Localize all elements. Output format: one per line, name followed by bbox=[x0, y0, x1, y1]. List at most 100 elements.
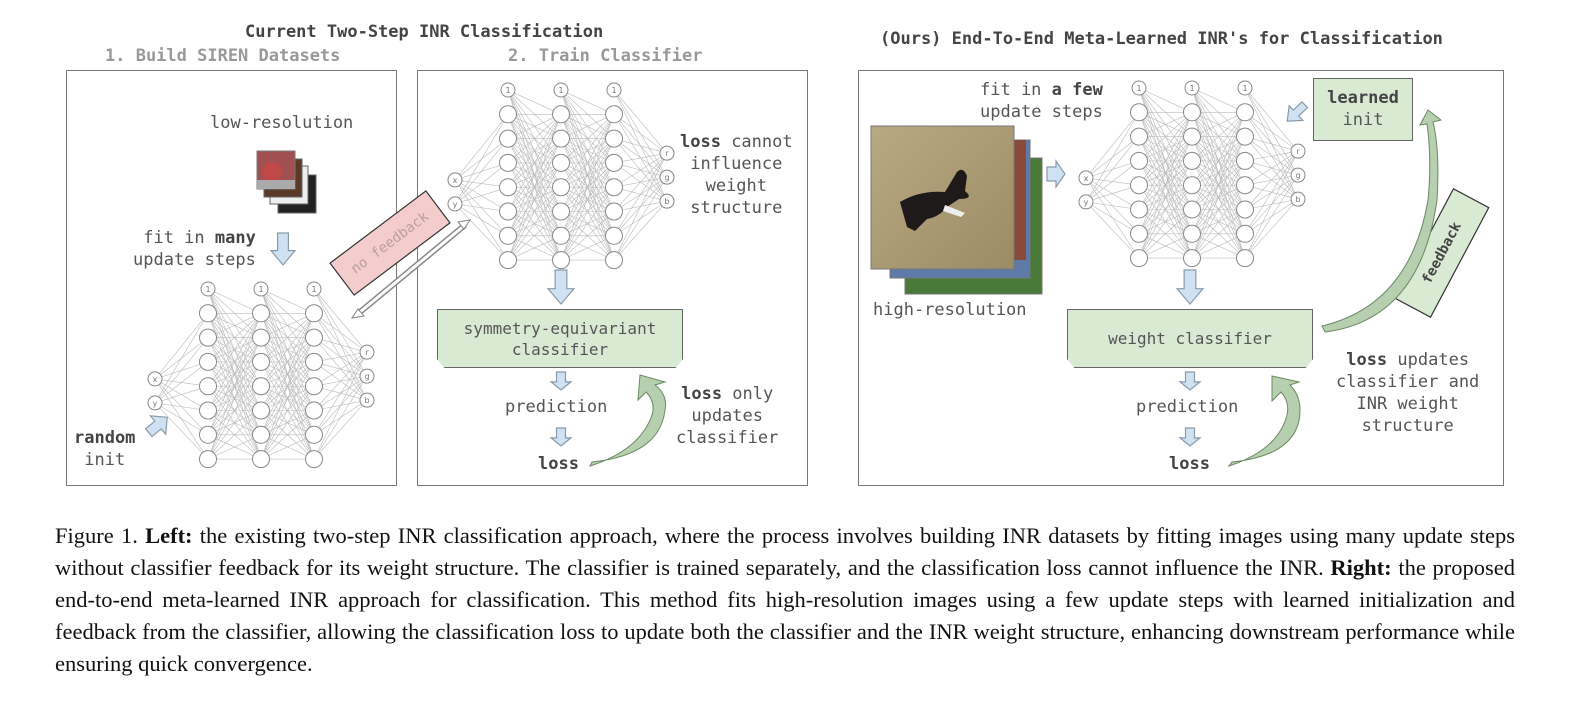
loss-only-bold: loss bbox=[681, 384, 723, 404]
network-edge bbox=[613, 89, 668, 154]
learned-init-box: learned init bbox=[1313, 78, 1413, 141]
network-edge bbox=[454, 114, 509, 181]
right-figure-title: (Ours) End-To-End Meta-Learned INR's for… bbox=[880, 29, 1443, 49]
symmetry-equivariant-classifier-box: symmetry-equivariant classifier bbox=[437, 309, 683, 368]
network-edge bbox=[313, 288, 368, 353]
fit-few-text: fit in bbox=[980, 80, 1052, 100]
network-node bbox=[1236, 176, 1254, 195]
network-node bbox=[199, 377, 217, 396]
network-node bbox=[1078, 170, 1094, 186]
down-arrow-to-classifier-left bbox=[546, 269, 576, 305]
random-bold: random bbox=[74, 428, 136, 448]
node-label: 1 bbox=[1242, 84, 1247, 93]
network-edge bbox=[207, 434, 262, 460]
node-label: r bbox=[1296, 147, 1300, 156]
network-edge bbox=[207, 313, 262, 435]
network-node bbox=[305, 401, 323, 420]
network-node bbox=[552, 178, 570, 197]
node-label: g bbox=[664, 173, 669, 182]
classifier-text: classifier bbox=[676, 428, 779, 448]
node-label: 1 bbox=[205, 285, 210, 294]
low-resolution-label: low-resolution bbox=[210, 113, 354, 133]
network-edge bbox=[560, 114, 615, 236]
node-label: 1 bbox=[1189, 84, 1194, 93]
down-arrow-to-prediction-left bbox=[549, 371, 573, 391]
network-node bbox=[1183, 224, 1201, 243]
network-node bbox=[1237, 80, 1253, 96]
network-edge bbox=[1138, 185, 1193, 259]
network-edge bbox=[560, 114, 615, 188]
classifier-and-text: classifier and bbox=[1336, 372, 1480, 392]
network-edge bbox=[260, 361, 315, 460]
updates-text: updates bbox=[691, 406, 763, 426]
network-edge bbox=[1138, 209, 1193, 259]
network-edge bbox=[613, 153, 668, 236]
network-edge bbox=[1085, 112, 1140, 179]
caption-left-text: the existing two-step INR classification… bbox=[55, 523, 1515, 580]
network-edge bbox=[1244, 150, 1299, 210]
network-edge bbox=[613, 153, 668, 261]
network-node bbox=[1290, 143, 1306, 159]
structure-text: structure bbox=[690, 198, 783, 218]
network-node bbox=[359, 368, 375, 384]
network-edge bbox=[507, 114, 562, 212]
network-node bbox=[305, 425, 323, 444]
classifier-line2: classifier bbox=[511, 340, 609, 359]
network-edge bbox=[1244, 112, 1299, 152]
network-edge bbox=[1191, 112, 1246, 186]
network-node bbox=[1184, 80, 1200, 96]
network-edge bbox=[1138, 112, 1193, 137]
panel-train-classifier bbox=[417, 70, 808, 486]
network-edge bbox=[613, 152, 668, 188]
network-edge bbox=[154, 402, 209, 436]
left-loss-feedback-curve bbox=[589, 374, 667, 467]
network-node bbox=[659, 145, 675, 161]
network-edge bbox=[207, 337, 262, 460]
network-node bbox=[252, 352, 270, 371]
only-text: only bbox=[722, 384, 774, 404]
caption-left-bold: Left: bbox=[145, 523, 193, 548]
network-node bbox=[499, 226, 517, 245]
learned-bold: learned bbox=[1327, 88, 1399, 108]
network-node bbox=[605, 105, 623, 124]
loss-only-updates-label: loss only updates classifier bbox=[676, 383, 778, 449]
node-label: y bbox=[453, 200, 458, 209]
arrow-learned-init bbox=[1286, 101, 1309, 122]
node-label: 1 bbox=[558, 86, 563, 95]
network-node bbox=[606, 82, 622, 98]
node-label: 1 bbox=[505, 86, 510, 95]
network-node bbox=[659, 169, 675, 185]
network-edge bbox=[313, 376, 368, 460]
network-node bbox=[552, 105, 570, 124]
node-label: r bbox=[365, 348, 369, 357]
network-node bbox=[552, 129, 570, 148]
network-edge bbox=[613, 152, 668, 212]
network-edge bbox=[507, 89, 562, 115]
network-node bbox=[1290, 167, 1306, 183]
network-edge bbox=[507, 114, 562, 139]
network-edge bbox=[154, 313, 209, 404]
network-edge bbox=[1244, 175, 1299, 259]
network-node bbox=[499, 153, 517, 172]
low-resolution-image-stack bbox=[256, 150, 317, 214]
network-node bbox=[552, 153, 570, 172]
network-node bbox=[305, 377, 323, 396]
network-edge bbox=[1191, 87, 1246, 113]
network-node bbox=[659, 193, 675, 209]
network-node bbox=[552, 202, 570, 221]
node-label: g bbox=[364, 372, 369, 381]
network-node bbox=[1130, 176, 1148, 195]
network-node bbox=[499, 251, 517, 270]
network-edge bbox=[260, 313, 315, 363]
network-node bbox=[605, 202, 623, 221]
network-node bbox=[1290, 191, 1306, 207]
network-edge bbox=[1244, 150, 1299, 186]
network-node bbox=[252, 304, 270, 323]
network-node bbox=[305, 450, 323, 469]
network-edge bbox=[1085, 201, 1140, 259]
network-node bbox=[199, 450, 217, 469]
network-edge bbox=[207, 410, 262, 460]
network-edge bbox=[560, 89, 615, 115]
down-arrow-to-loss-left bbox=[549, 427, 573, 447]
loss-updates-bold: loss bbox=[1346, 350, 1388, 370]
